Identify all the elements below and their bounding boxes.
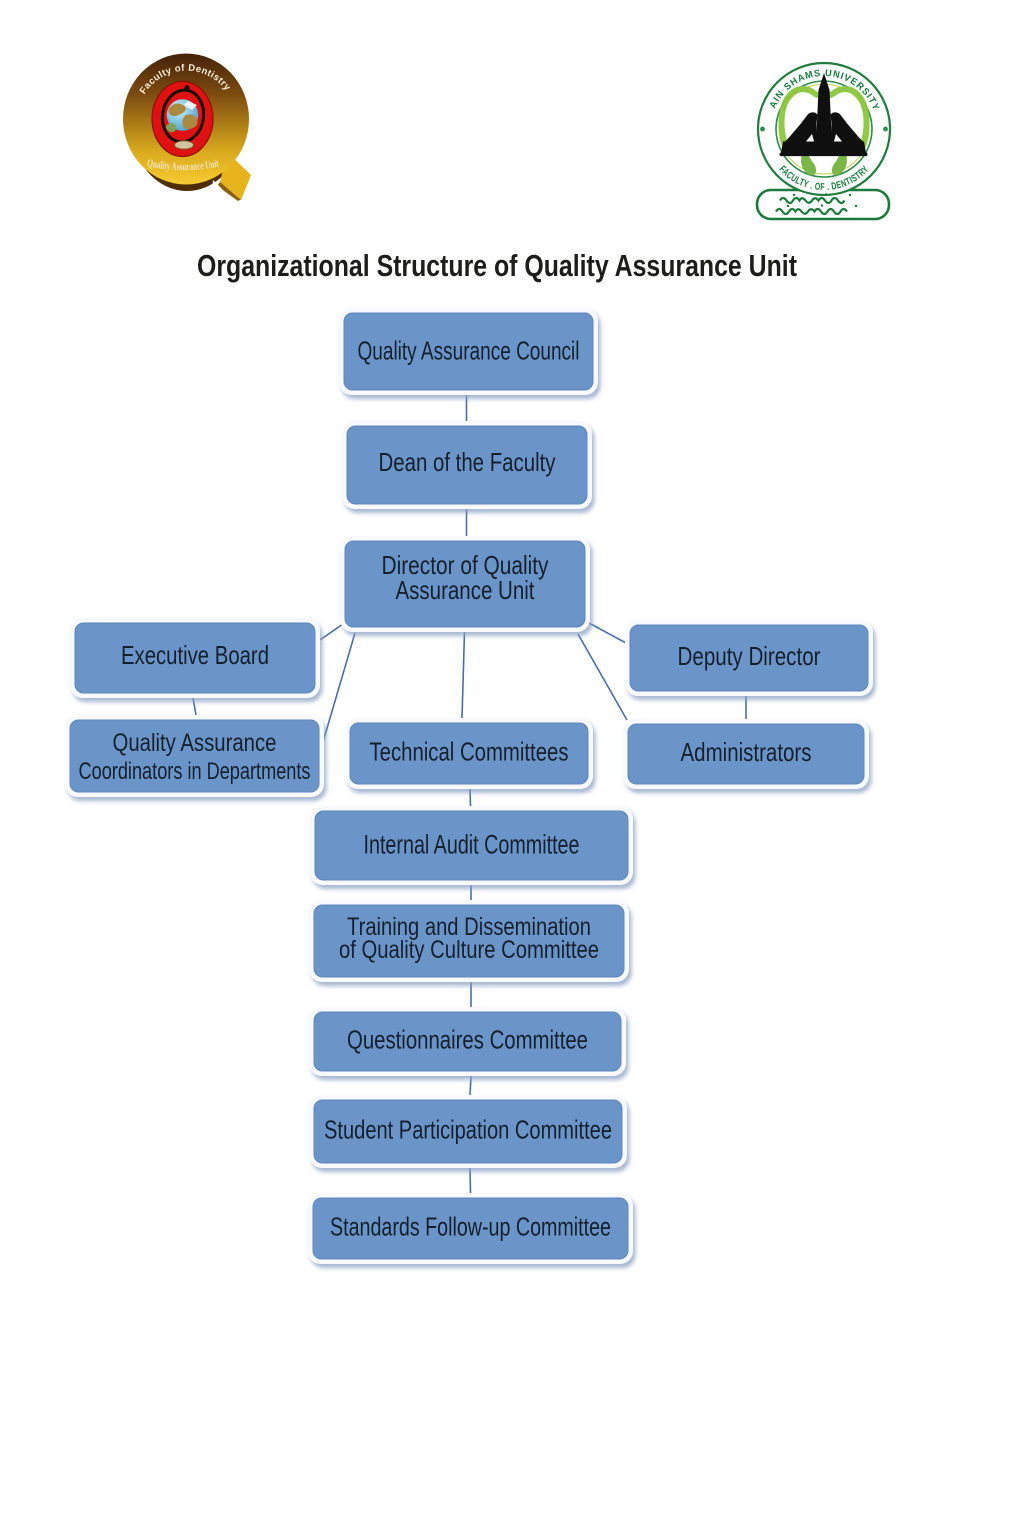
svg-text:Deputy Director: Deputy Director bbox=[678, 641, 821, 671]
svg-text:Director of Quality: Director of Quality bbox=[382, 550, 549, 580]
svg-text:Student Participation Committe: Student Participation Committee bbox=[324, 1115, 612, 1145]
svg-text:Administrators: Administrators bbox=[681, 737, 812, 767]
svg-text:Coordinators in Departments: Coordinators in Departments bbox=[79, 758, 311, 785]
svg-text:Organizational Structure of Qu: Organizational Structure of Quality Assu… bbox=[197, 248, 797, 283]
svg-text:Executive Board: Executive Board bbox=[121, 640, 269, 670]
svg-text:of Quality Culture Committee: of Quality Culture Committee bbox=[339, 936, 599, 964]
svg-text:Quality Assurance Council: Quality Assurance Council bbox=[358, 336, 580, 366]
svg-text:Quality Assurance: Quality Assurance bbox=[113, 729, 277, 757]
svg-text:Quality Assurance Unit: Quality Assurance Unit bbox=[146, 157, 220, 173]
svg-text:Internal Audit Committee: Internal Audit Committee bbox=[364, 830, 580, 860]
svg-text:Standards Follow-up Committee: Standards Follow-up Committee bbox=[330, 1212, 611, 1242]
svg-text:Assurance Unit: Assurance Unit bbox=[396, 575, 536, 605]
svg-text:Training and Dissemination: Training and Dissemination bbox=[347, 913, 591, 941]
svg-text:Technical Committees: Technical Committees bbox=[370, 737, 569, 767]
svg-text:Dean of the Faculty: Dean of the Faculty bbox=[379, 447, 556, 477]
svg-text:Questionnaires Committee: Questionnaires Committee bbox=[347, 1025, 588, 1055]
